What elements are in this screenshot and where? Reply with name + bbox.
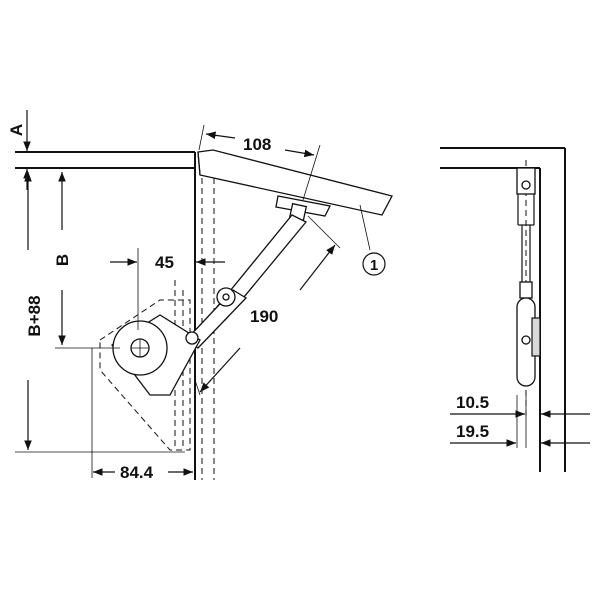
- front-upper-bracket: [516, 167, 536, 226]
- label-190: 190: [250, 307, 278, 326]
- label-84-4: 84.4: [120, 463, 154, 482]
- front-view: 10.5 19.5: [440, 147, 590, 472]
- label-a: A: [7, 124, 26, 136]
- side-view: A B+88 B 45 108: [7, 110, 393, 482]
- callout-1: 1: [359, 204, 386, 276]
- lift-arm: [185, 214, 308, 349]
- label-b-plus-88: B+88: [25, 295, 44, 336]
- dimension-19-5: 19.5: [450, 395, 590, 448]
- dimension-190: 190: [194, 215, 341, 396]
- dimension-84-4: 84.4: [91, 348, 193, 482]
- cabinet-top-panel: [15, 151, 196, 169]
- label-108: 108: [243, 135, 271, 154]
- label-10-5: 10.5: [456, 393, 489, 412]
- label-45: 45: [155, 253, 174, 272]
- label-callout-1: 1: [370, 257, 378, 274]
- label-b: B: [53, 254, 72, 266]
- mechanism-body: [111, 314, 201, 396]
- open-flap: [197, 149, 393, 216]
- dimension-b: B: [53, 172, 120, 349]
- dimension-108: 108: [198, 124, 321, 201]
- dimension-45: 45: [110, 248, 225, 330]
- dimension-a: A: [7, 110, 31, 190]
- label-19-5: 19.5: [456, 422, 489, 441]
- front-lower-mechanism: [516, 297, 541, 387]
- dimension-b-plus-88: B+88: [15, 172, 185, 453]
- front-strut: [519, 225, 533, 299]
- dimension-10-5: 10.5: [450, 393, 590, 448]
